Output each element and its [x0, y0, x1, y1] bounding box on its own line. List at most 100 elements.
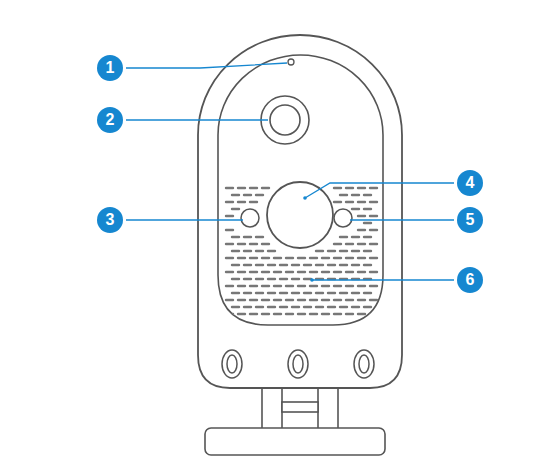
grille-slot: [262, 187, 269, 189]
grille-slot: [262, 271, 269, 273]
grille-slot: [322, 313, 329, 315]
leader-dot: [310, 278, 314, 282]
grille-slot: [262, 299, 269, 301]
callout-number: 1: [97, 55, 123, 81]
grille-slot: [244, 236, 251, 238]
grille-slot: [358, 257, 365, 259]
grille-slot: [232, 278, 239, 280]
grille-slot: [262, 257, 269, 259]
grille-slot: [238, 313, 245, 315]
grille-slot: [370, 215, 377, 217]
grille-slot: [292, 292, 299, 294]
grille-slot: [370, 243, 377, 245]
leader-line: [350, 219, 454, 220]
grille-slot: [370, 257, 377, 259]
grille-slot: [340, 306, 347, 308]
stand-hinge: [282, 402, 318, 412]
grille-slot: [250, 257, 257, 259]
camera-lens: [261, 96, 309, 144]
grille-slot: [292, 306, 299, 308]
grille-slot: [244, 292, 251, 294]
grille-slot: [304, 292, 311, 294]
grille-slot: [358, 285, 365, 287]
vent-hole: [222, 350, 242, 378]
led-indicator: [241, 209, 259, 227]
grille-slot: [364, 194, 371, 196]
grille-slot: [370, 187, 377, 189]
grille-slot: [292, 278, 299, 280]
grille-slot: [334, 299, 341, 301]
grille-slot: [316, 292, 323, 294]
grille-slot: [232, 292, 239, 294]
grille-slot: [364, 208, 371, 210]
grille-slot: [340, 236, 347, 238]
grille-slot: [358, 313, 365, 315]
grille-slot: [226, 313, 233, 315]
pir-sensor: [267, 182, 333, 248]
grille-slot: [334, 243, 341, 245]
grille-slot: [262, 285, 269, 287]
grille-slot: [250, 285, 257, 287]
grille-slot: [274, 271, 281, 273]
grille-slot: [340, 250, 347, 252]
leader-dots: [303, 196, 314, 282]
grille-slot: [370, 271, 377, 273]
callout-number: 3: [97, 207, 123, 233]
callout-number: 6: [457, 267, 483, 293]
grille-slot: [298, 257, 305, 259]
grille-slot: [268, 278, 275, 280]
grille-slot: [364, 250, 371, 252]
grille-slot: [238, 243, 245, 245]
grille-slot: [280, 264, 287, 266]
grille-slot: [370, 201, 377, 203]
grille-slot: [238, 257, 245, 259]
grille-slot: [370, 313, 377, 315]
grille-slot: [358, 243, 365, 245]
vent-hole: [293, 355, 303, 373]
grille-slot: [316, 264, 323, 266]
grille-slot: [310, 271, 317, 273]
grille-slot: [286, 285, 293, 287]
grille-slot: [274, 257, 281, 259]
grille-slot: [316, 306, 323, 308]
grille-slot: [346, 299, 353, 301]
grille-slot: [346, 187, 353, 189]
grille-slot: [310, 299, 317, 301]
grille-slot: [286, 257, 293, 259]
grille-slot: [364, 264, 371, 266]
leader-line: [126, 119, 268, 120]
grille-slot: [352, 264, 359, 266]
grille-slot: [262, 243, 269, 245]
callout-number: 4: [457, 170, 483, 196]
grille-slot: [226, 201, 233, 203]
grille-slot: [298, 285, 305, 287]
grille-slot: [262, 313, 269, 315]
grille-slot: [238, 271, 245, 273]
lens-inner: [270, 105, 300, 135]
grille-slot: [256, 306, 263, 308]
grille-slot: [232, 236, 239, 238]
grille-slot: [334, 187, 341, 189]
grille-slot: [232, 264, 239, 266]
vent-hole: [227, 355, 237, 373]
grille-slot: [346, 285, 353, 287]
grille-slot: [322, 285, 329, 287]
grille-slot: [286, 299, 293, 301]
grille-slot: [304, 306, 311, 308]
stand-base: [205, 428, 385, 455]
grille-slot: [244, 306, 251, 308]
grille-slot: [244, 250, 251, 252]
light-sensor: [288, 59, 294, 65]
grille-slot: [334, 313, 341, 315]
vent-hole: [359, 355, 369, 373]
grille-slot: [334, 285, 341, 287]
grille-slot: [364, 236, 371, 238]
grille-slot: [352, 306, 359, 308]
grille-slot: [232, 250, 239, 252]
grille-slot: [226, 215, 233, 217]
grille-slot: [340, 264, 347, 266]
grille-slot: [298, 313, 305, 315]
grille-slot: [346, 201, 353, 203]
leader-lines: [126, 63, 454, 280]
